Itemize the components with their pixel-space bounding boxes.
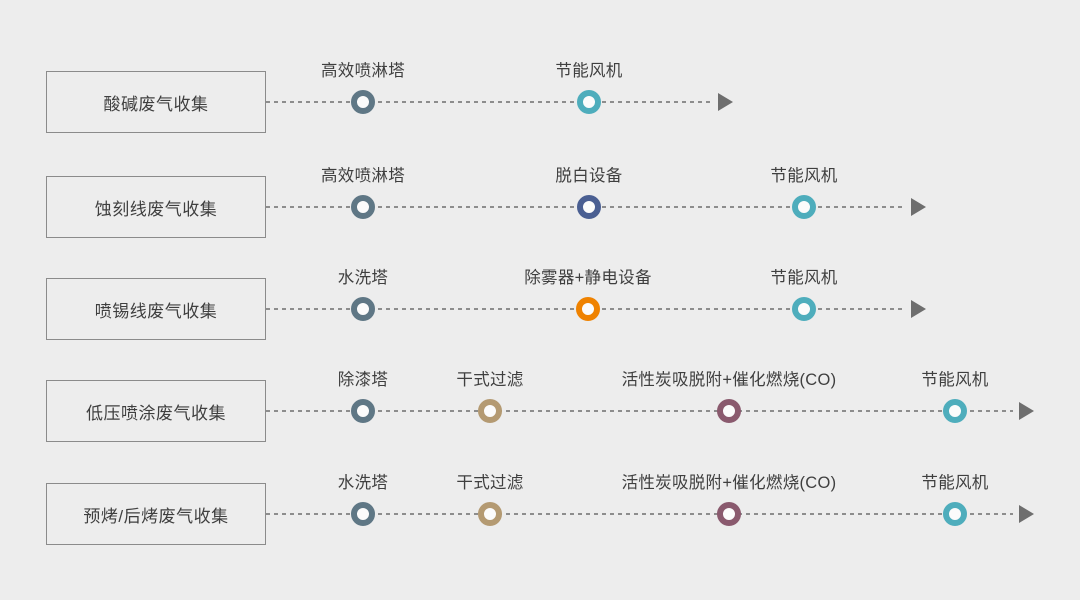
process-row: 喷锡线废气收集水洗塔除雾器+静电设备节能风机	[0, 0, 1080, 340]
process-row: 低压喷涂废气收集 除漆塔 干式过滤 活性炭吸脱附+催化燃烧(CO) 节能风机	[0, 0, 1080, 442]
process-node-icon[interactable]	[478, 399, 502, 423]
process-node-label: 节能风机	[770, 269, 838, 287]
source-box[interactable]: 喷锡线废气收集	[46, 278, 266, 340]
process-node-icon[interactable]	[717, 502, 741, 526]
process-node-icon[interactable]	[577, 195, 601, 219]
process-row: 酸碱废气收集 高效喷淋塔 节能风机	[0, 0, 1080, 133]
flow-arrow-head-icon	[718, 93, 733, 111]
process-node-label: 脱白设备	[555, 167, 623, 185]
process-node-icon[interactable]	[577, 90, 601, 114]
process-node-icon[interactable]	[576, 297, 600, 321]
process-node-label: 节能风机	[555, 62, 623, 80]
process-node-icon[interactable]	[792, 297, 816, 321]
process-row: 预烤/后烤废气收集水洗塔干式过滤活性炭吸脱附+催化燃烧(CO)节能风机	[0, 0, 1080, 545]
process-node-icon[interactable]	[717, 399, 741, 423]
process-node-label: 节能风机	[921, 371, 989, 389]
source-box[interactable]: 预烤/后烤废气收集	[46, 483, 266, 545]
process-node-label: 节能风机	[770, 167, 838, 185]
process-node-icon[interactable]	[351, 90, 375, 114]
source-box-label: 酸碱废气收集	[103, 94, 209, 114]
process-node-icon[interactable]	[351, 502, 375, 526]
process-node-icon[interactable]	[351, 195, 375, 219]
flow-line	[266, 101, 712, 103]
process-node-icon[interactable]	[478, 502, 502, 526]
source-box[interactable]: 酸碱废气收集	[46, 71, 266, 133]
process-node-label: 干式过滤	[456, 474, 524, 492]
source-box[interactable]: 蚀刻线废气收集	[46, 176, 266, 238]
process-node-label: 水洗塔	[337, 474, 389, 492]
process-node-label: 节能风机	[921, 474, 989, 492]
process-row: 蚀刻线废气收集高效喷淋塔脱白设备节能风机	[0, 0, 1080, 238]
flow-arrow-head-icon	[1019, 505, 1034, 523]
process-node-label: 水洗塔	[337, 269, 389, 287]
source-box-label: 蚀刻线废气收集	[94, 199, 218, 219]
source-box-label: 喷锡线废气收集	[94, 301, 218, 321]
source-box-label: 低压喷涂废气收集	[86, 403, 226, 423]
flow-line	[266, 513, 1013, 515]
process-node-label: 活性炭吸脱附+催化燃烧(CO)	[621, 474, 837, 492]
flow-arrow-head-icon	[1019, 402, 1034, 420]
source-box[interactable]: 低压喷涂废气收集	[46, 380, 266, 442]
process-node-label: 除雾器+静电设备	[524, 269, 652, 287]
process-node-label: 活性炭吸脱附+催化燃烧(CO)	[621, 371, 837, 389]
source-box-label: 预烤/后烤废气收集	[83, 506, 229, 526]
flow-arrow-head-icon	[911, 198, 926, 216]
process-node-icon[interactable]	[351, 297, 375, 321]
flow-line	[266, 410, 1013, 412]
flow-arrow-head-icon	[911, 300, 926, 318]
process-node-label: 干式过滤	[456, 371, 524, 389]
process-node-label: 除漆塔	[337, 371, 389, 389]
process-node-icon[interactable]	[943, 399, 967, 423]
process-node-label: 高效喷淋塔	[321, 167, 405, 185]
process-node-icon[interactable]	[792, 195, 816, 219]
process-node-icon[interactable]	[351, 399, 375, 423]
process-node-label: 高效喷淋塔	[321, 62, 405, 80]
process-node-icon[interactable]	[943, 502, 967, 526]
